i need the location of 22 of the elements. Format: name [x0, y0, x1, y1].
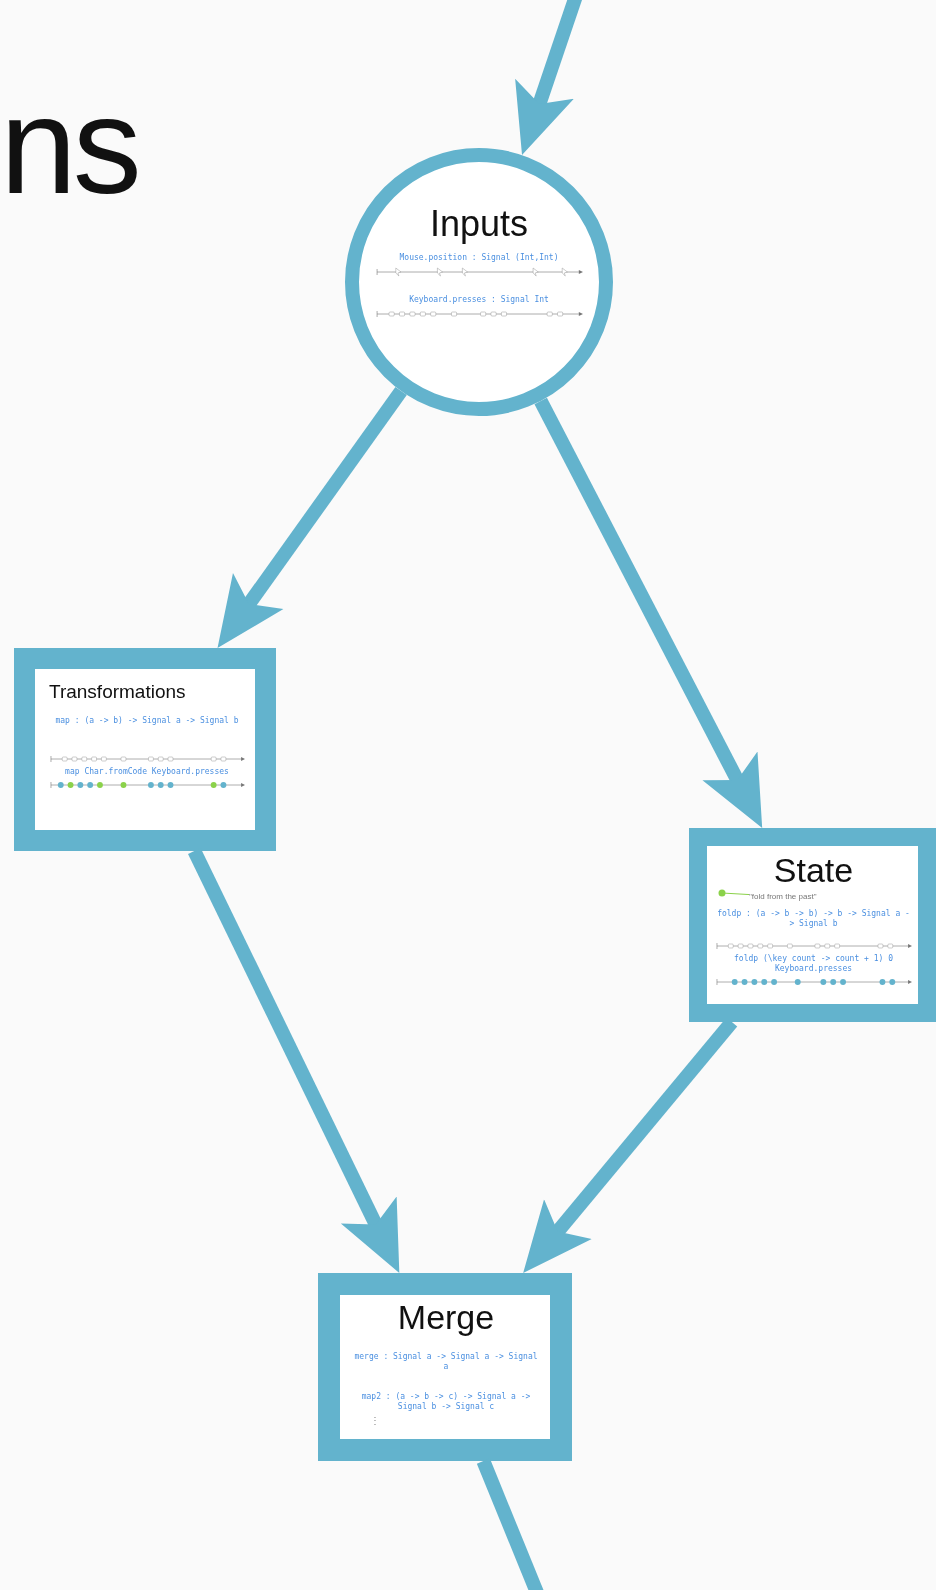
- type-signature: Keyboard.presses : Signal Int: [409, 295, 549, 306]
- type-signature: map : (a -> b) -> Signal a -> Signal b: [54, 715, 240, 726]
- arrow: [217, 386, 407, 648]
- leader-line: [718, 889, 750, 897]
- type-signature: foldp (\key count -> count + 1) 0 Keyboard.presses: [733, 953, 894, 974]
- arrow: [534, 397, 763, 828]
- node-title: Transformations: [49, 681, 187, 704]
- node-title: Merge: [396, 1297, 496, 1338]
- type-signature: merge : Signal a -> Signal a -> Signal a: [353, 1351, 539, 1372]
- annotation-note: "fold from the past": [749, 892, 817, 901]
- heading-fragment: ns: [0, 70, 138, 222]
- ellipsis: ⋮: [369, 1415, 381, 1425]
- arrow: [515, 0, 585, 156]
- node-title: Inputs: [429, 202, 529, 246]
- stage-box: [318, 1273, 572, 1461]
- stage-box: [689, 828, 936, 1022]
- stage-box: [14, 648, 276, 851]
- type-signature: map2 : (a -> b -> c) -> Signal a -> Signal b -> Signal c: [360, 1391, 532, 1412]
- type-signature: map Char.fromCode Keyboard.presses: [64, 766, 230, 777]
- node-title: State: [772, 850, 855, 891]
- type-signature: Mouse.position : Signal (Int,Int): [399, 253, 559, 264]
- type-signature: foldp : (a -> b -> b) -> b -> Signal a -> Signal b: [716, 908, 911, 929]
